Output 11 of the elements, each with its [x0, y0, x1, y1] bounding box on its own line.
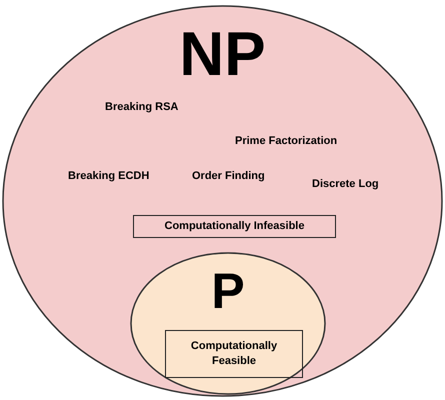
problem-label: Breaking RSA	[105, 101, 178, 113]
label-box: Computationally Infeasible	[133, 215, 336, 238]
problem-label: Prime Factorization	[235, 135, 338, 147]
set-ellipse	[2, 5, 443, 397]
set-ellipse	[130, 252, 326, 395]
problem-label: Order Finding	[192, 170, 265, 182]
label-box: Computationally Feasible	[165, 330, 303, 378]
problem-label: Discrete Log	[312, 178, 379, 190]
set-title: NP	[179, 24, 266, 86]
problem-label: Breaking ECDH	[68, 170, 150, 182]
set-title: P	[211, 266, 245, 316]
